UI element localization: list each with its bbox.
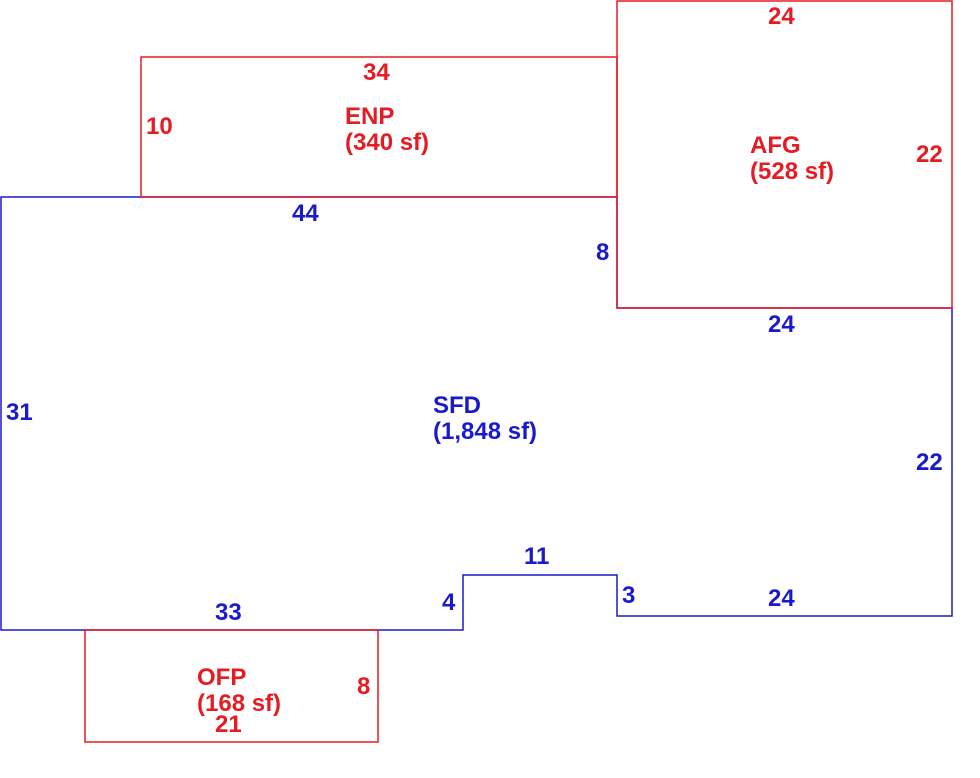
sfd-notch-right-dimension: 3	[622, 582, 635, 609]
sfd-upper-right-dimension: 24	[768, 311, 795, 338]
sfd-notch-top-dimension: 11	[524, 543, 549, 570]
sfd-notch-left-dimension: 4	[442, 589, 456, 616]
enp-area-size: (340 sf)	[345, 129, 429, 156]
ofp-area-size: (168 sf)	[197, 690, 281, 717]
sfd-area-size: (1,848 sf)	[433, 418, 537, 445]
sfd-bottom-right-dimension: 24	[768, 585, 795, 612]
sfd-bottom-left-dimension: 33	[215, 599, 242, 626]
sfd-right-dimension: 22	[916, 449, 943, 476]
ofp-area-code: OFP	[197, 664, 246, 691]
sfd-left-dimension: 31	[6, 399, 33, 426]
sfd-top-dimension: 44	[292, 200, 319, 227]
afg-right-dimension: 22	[916, 141, 943, 168]
afg-area-code: AFG	[750, 132, 801, 159]
ofp-outline	[84, 629, 379, 743]
afg-top-dimension: 24	[768, 3, 795, 30]
afg-outline	[616, 0, 953, 309]
ofp-bottom-dimension: 21	[215, 711, 242, 738]
sfd-step-dimension: 8	[596, 239, 609, 266]
enp-top-dimension: 34	[363, 59, 390, 86]
sfd-area-code: SFD	[433, 392, 481, 419]
enp-left-dimension: 10	[146, 113, 173, 140]
enp-area-code: ENP	[345, 103, 394, 130]
afg-area-size: (528 sf)	[750, 158, 834, 185]
ofp-right-dimension: 8	[357, 673, 370, 700]
